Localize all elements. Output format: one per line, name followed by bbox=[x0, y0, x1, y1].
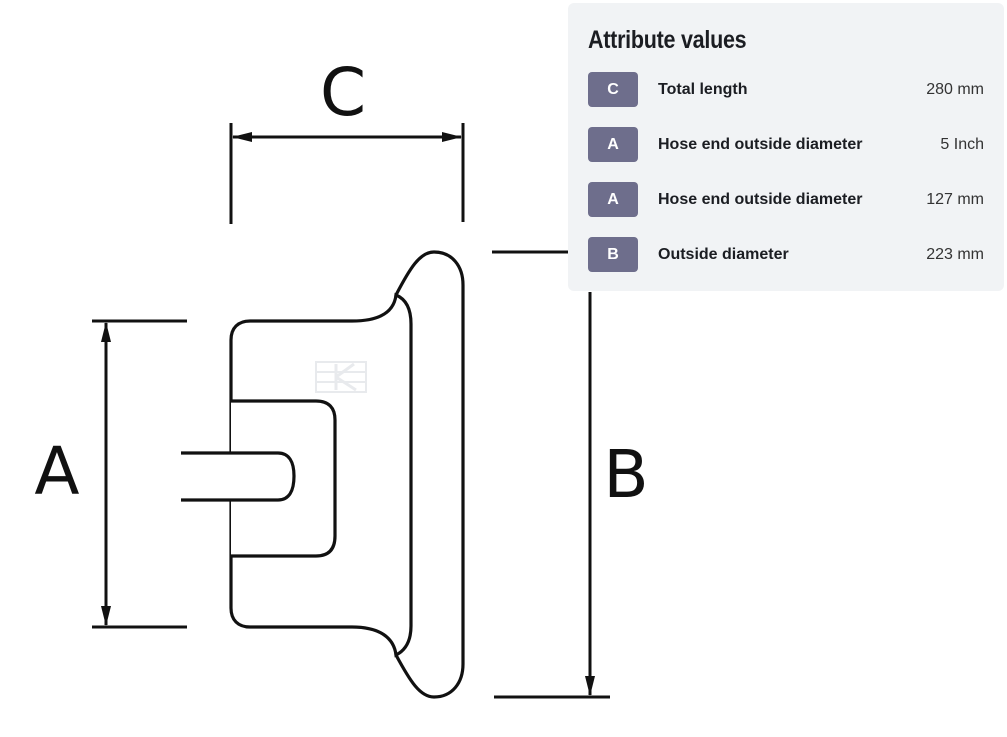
dimension-c: C bbox=[229, 54, 465, 224]
dimension-a: A bbox=[34, 319, 187, 629]
flange-rim bbox=[394, 250, 465, 699]
dimension-b-label: B bbox=[603, 436, 648, 513]
attribute-value: 223 mm bbox=[926, 245, 984, 263]
attribute-label: Hose end outside diameter bbox=[658, 190, 863, 208]
attribute-row-outside-diameter: B Outside diameter 223 mm bbox=[588, 237, 984, 272]
attribute-row-hose-end-diameter-mm: A Hose end outside diameter 127 mm bbox=[588, 182, 984, 217]
attribute-label: Total length bbox=[658, 80, 748, 98]
attribute-badge: A bbox=[588, 182, 638, 217]
dimension-a-label: A bbox=[34, 433, 79, 510]
attribute-row-total-length: C Total length 280 mm bbox=[588, 72, 984, 107]
dimension-b: B bbox=[492, 250, 649, 699]
shank bbox=[181, 451, 296, 502]
attribute-list: C Total length 280 mm A Hose end outside… bbox=[588, 72, 984, 272]
attribute-label: Hose end outside diameter bbox=[658, 135, 863, 153]
attribute-badge: C bbox=[588, 72, 638, 107]
watermark-logo bbox=[315, 361, 367, 393]
attribute-values-panel: Attribute values C Total length 280 mm A… bbox=[568, 3, 1004, 291]
attribute-value: 5 Inch bbox=[940, 135, 984, 153]
panel-title: Attribute values bbox=[588, 26, 747, 54]
hose-fitting-outline bbox=[181, 250, 465, 699]
attribute-label: Outside diameter bbox=[658, 245, 789, 263]
attribute-row-hose-end-diameter-inch: A Hose end outside diameter 5 Inch bbox=[588, 127, 984, 162]
dimension-c-label: C bbox=[320, 54, 366, 131]
attribute-value: 280 mm bbox=[926, 80, 984, 98]
attribute-badge: B bbox=[588, 237, 638, 272]
attribute-value: 127 mm bbox=[926, 190, 984, 208]
attribute-badge: A bbox=[588, 127, 638, 162]
